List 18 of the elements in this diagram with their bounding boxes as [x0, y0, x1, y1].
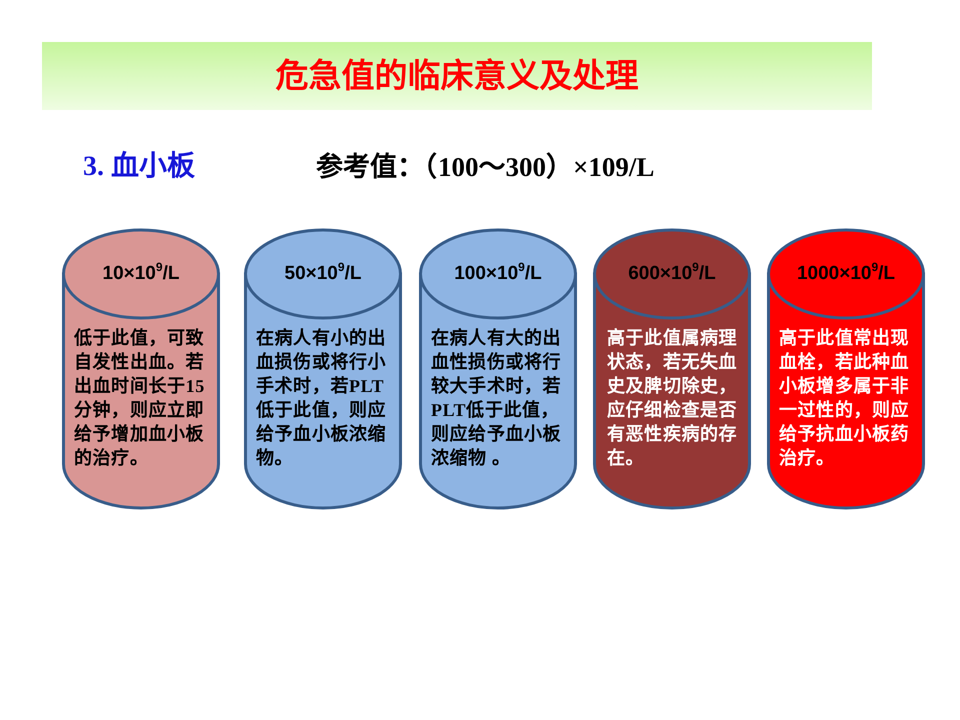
cylinder	[62, 228, 220, 510]
cylinder	[767, 228, 925, 510]
cylinder	[593, 228, 751, 510]
description-text: 在病人有大的出血性损伤或将行较大手术时，若PLT低于此值，则应给予血小板浓缩物 。	[431, 327, 562, 470]
threshold-value: 10×10$^{9}$/L	[102, 258, 180, 286]
threshold-value: 50×10$^{9}$/L	[284, 258, 362, 286]
cylinder	[419, 228, 577, 510]
description-text: 高于此值属病理状态，若无失血史及脾切除史，应仔细检查是否有恶性疾病的存在。	[607, 327, 738, 470]
description-text: 高于此值常出现血栓，若此种血小板增多属于非一过性的，则应给予抗血小板药治疗。	[779, 327, 910, 470]
description-text: 在病人有小的出血损伤或将行小手术时，若PLT低于此值，则应给予血小板浓缩物。	[256, 327, 388, 470]
reference-range: 参考值：（100～300）×109/L	[316, 154, 654, 181]
section-heading: 3. 血小板	[83, 153, 195, 181]
threshold-value: 600×10$^{9}$/L	[627, 258, 717, 286]
description-text: 低于此值，可致自发性出血。若出血时间长于15分钟，则应立即给予增加血小板的治疗。	[74, 327, 206, 470]
threshold-value: 1000×10$^{9}$/L	[796, 258, 896, 286]
cylinder	[244, 228, 402, 510]
threshold-value: 100×10$^{9}$/L	[453, 258, 543, 286]
title-banner: 危急值的临床意义及处理	[42, 42, 872, 110]
